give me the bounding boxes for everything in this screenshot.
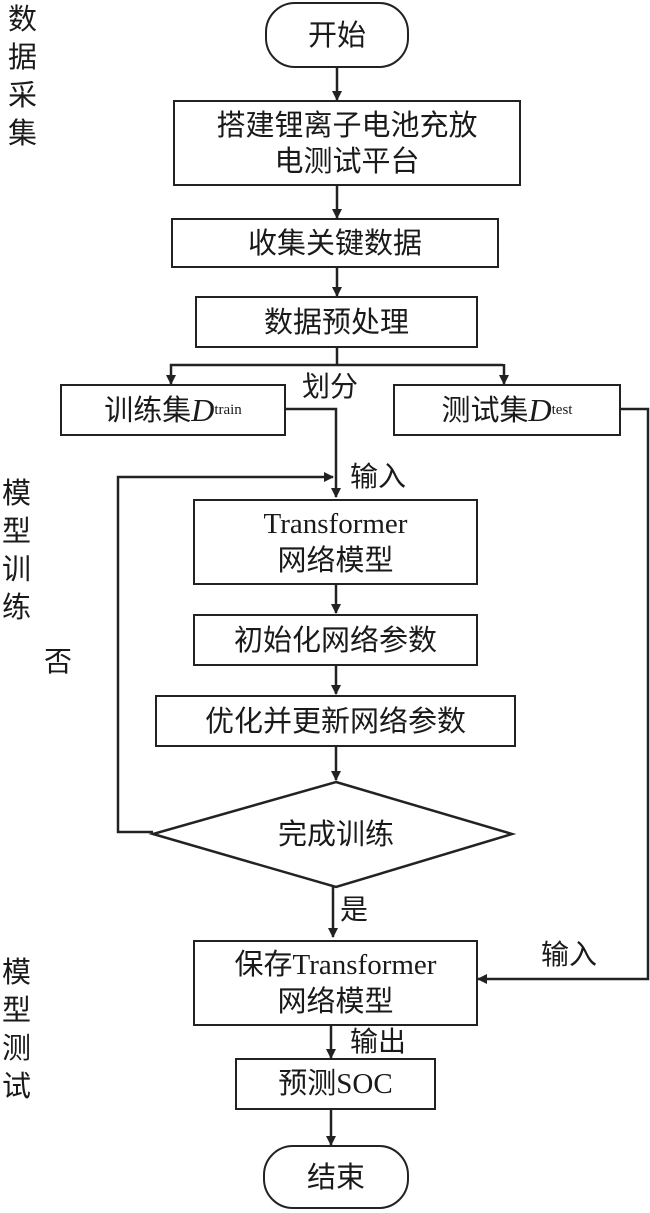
- predict-soc-label: 预测SOC: [278, 1068, 393, 1100]
- split-label: 划分: [302, 370, 359, 403]
- optimize-params-label: 优化并更新网络参数: [204, 704, 466, 738]
- transformer-line2: 网络模型: [277, 543, 394, 577]
- arrow-split: [170, 348, 503, 367]
- no-label: 否: [44, 645, 73, 678]
- optimize-params-node: 优化并更新网络参数: [155, 695, 516, 747]
- input-train-label: 输入: [350, 460, 407, 493]
- arrow-loop-no: [116, 472, 334, 834]
- decision-label: 完成训练: [277, 817, 394, 851]
- collect-data-node: 收集关键数据: [171, 218, 499, 268]
- preprocess-label: 数据预处理: [263, 305, 409, 339]
- stage-model-training: 模型训练: [2, 476, 32, 624]
- start-label: 开始: [307, 18, 366, 52]
- build-platform-line1: 搭建锂离子电池充放: [216, 108, 478, 142]
- stage-model-testing: 模型测试: [2, 955, 32, 1103]
- test-set-sub: test: [551, 402, 573, 418]
- transformer-line1: Transformer: [263, 508, 408, 540]
- save-model-node: 保存Transformer 网络模型: [193, 940, 478, 1026]
- save-model-line2: 网络模型: [277, 984, 394, 1018]
- collect-data-label: 收集关键数据: [247, 226, 422, 260]
- decision-diamond: [148, 780, 517, 889]
- transformer-node: Transformer 网络模型: [193, 499, 478, 585]
- input-test-label: 输入: [541, 938, 598, 971]
- stage-data-collection: 数据采集: [8, 2, 38, 150]
- predict-soc-node: 预测SOC: [235, 1058, 436, 1110]
- test-set-var: D: [528, 392, 552, 428]
- train-set-sub: train: [214, 402, 242, 418]
- end-label: 结束: [306, 1160, 365, 1194]
- start-node: 开始: [265, 2, 409, 68]
- test-set-prefix: 测试集: [441, 393, 529, 427]
- arrow-train-to-transformer: [285, 407, 341, 498]
- save-model-line1: 保存Transformer: [234, 949, 437, 981]
- output-label: 输出: [350, 1025, 407, 1058]
- train-set-var: D: [191, 392, 215, 428]
- yes-label: 是: [340, 893, 369, 926]
- init-params-label: 初始化网络参数: [233, 623, 437, 657]
- train-set-prefix: 训练集: [104, 393, 192, 427]
- init-params-node: 初始化网络参数: [193, 614, 478, 666]
- end-node: 结束: [263, 1145, 409, 1209]
- preprocess-node: 数据预处理: [195, 296, 478, 348]
- arrow-test-to-save: [477, 407, 650, 984]
- build-platform-line2: 电测试平台: [274, 144, 420, 178]
- build-platform-node: 搭建锂离子电池充放 电测试平台: [173, 100, 521, 186]
